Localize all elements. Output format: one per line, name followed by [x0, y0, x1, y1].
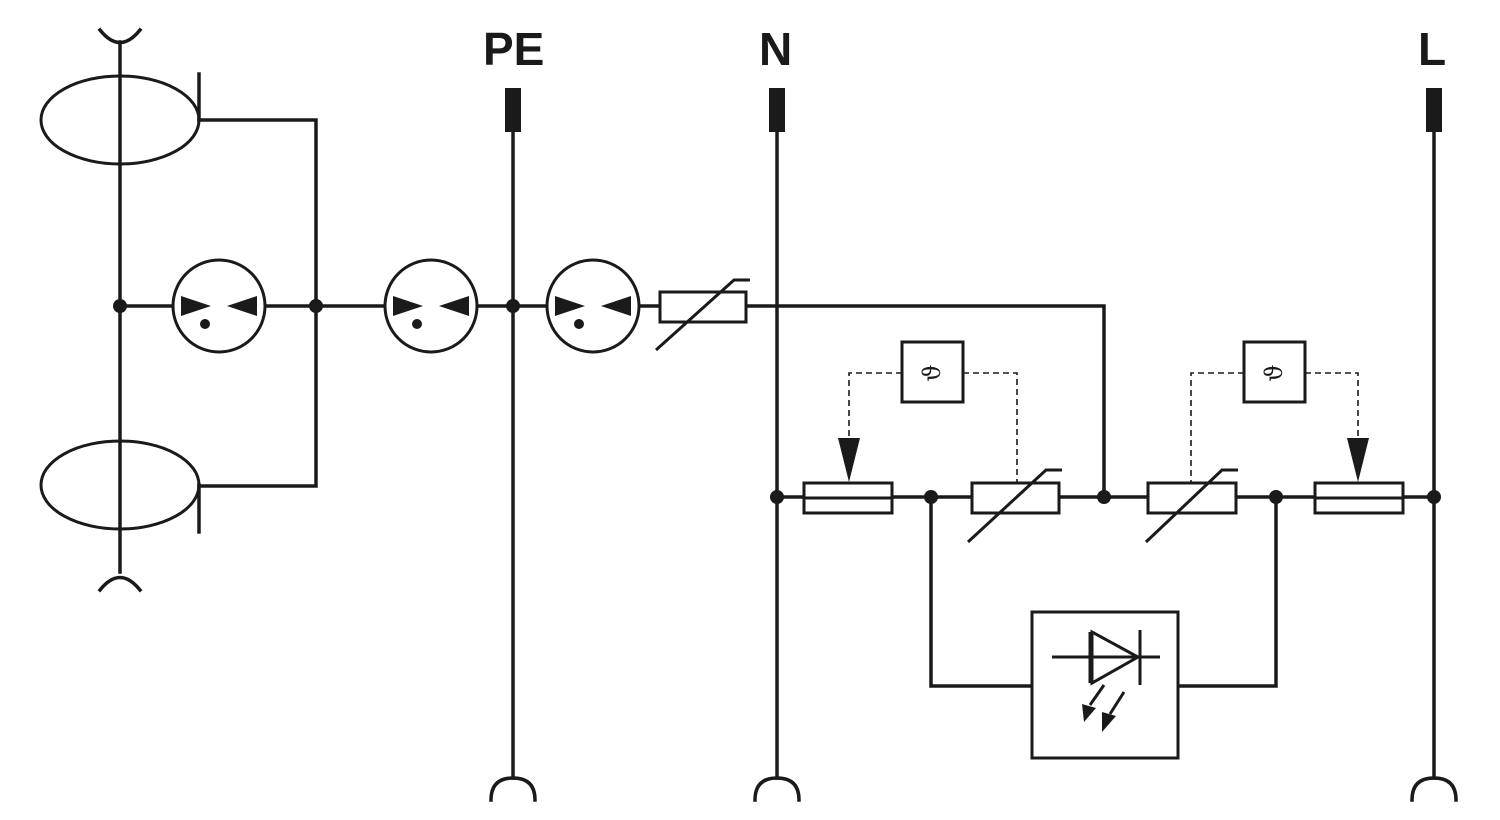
varistor-to-junction-wire: [744, 304, 1106, 499]
varistor-right: [1144, 468, 1238, 544]
thermal-coupling-right: ϑ: [1190, 340, 1369, 483]
thermal-fuse-right: [1313, 481, 1405, 515]
l-label: L: [1418, 23, 1447, 75]
antenna-assembly: [39, 27, 318, 593]
led-left-wire: [929, 495, 1034, 688]
l-rail: [1410, 88, 1458, 802]
led-right-wire: [1176, 495, 1278, 688]
thermal-fuse-left: [802, 481, 894, 515]
n-rail: [753, 88, 801, 802]
junction-dots: [113, 299, 1441, 504]
spark-gap-3: [545, 258, 641, 354]
varistor-left: [966, 468, 1062, 544]
spark-gap-2: [383, 258, 479, 354]
pe-rail: [489, 88, 537, 802]
bottom-terminal-cup: [97, 575, 143, 593]
thermal-symbol-left: ϑ: [918, 364, 946, 381]
thermal-symbol-right: ϑ: [1260, 364, 1288, 381]
thermal-coupling-left: ϑ: [838, 340, 1018, 483]
led-indicator: [1030, 610, 1180, 760]
spark-gap-1: [171, 258, 267, 354]
varistor-main: [654, 278, 750, 352]
pe-label: PE: [483, 23, 545, 75]
n-label: N: [759, 23, 793, 75]
